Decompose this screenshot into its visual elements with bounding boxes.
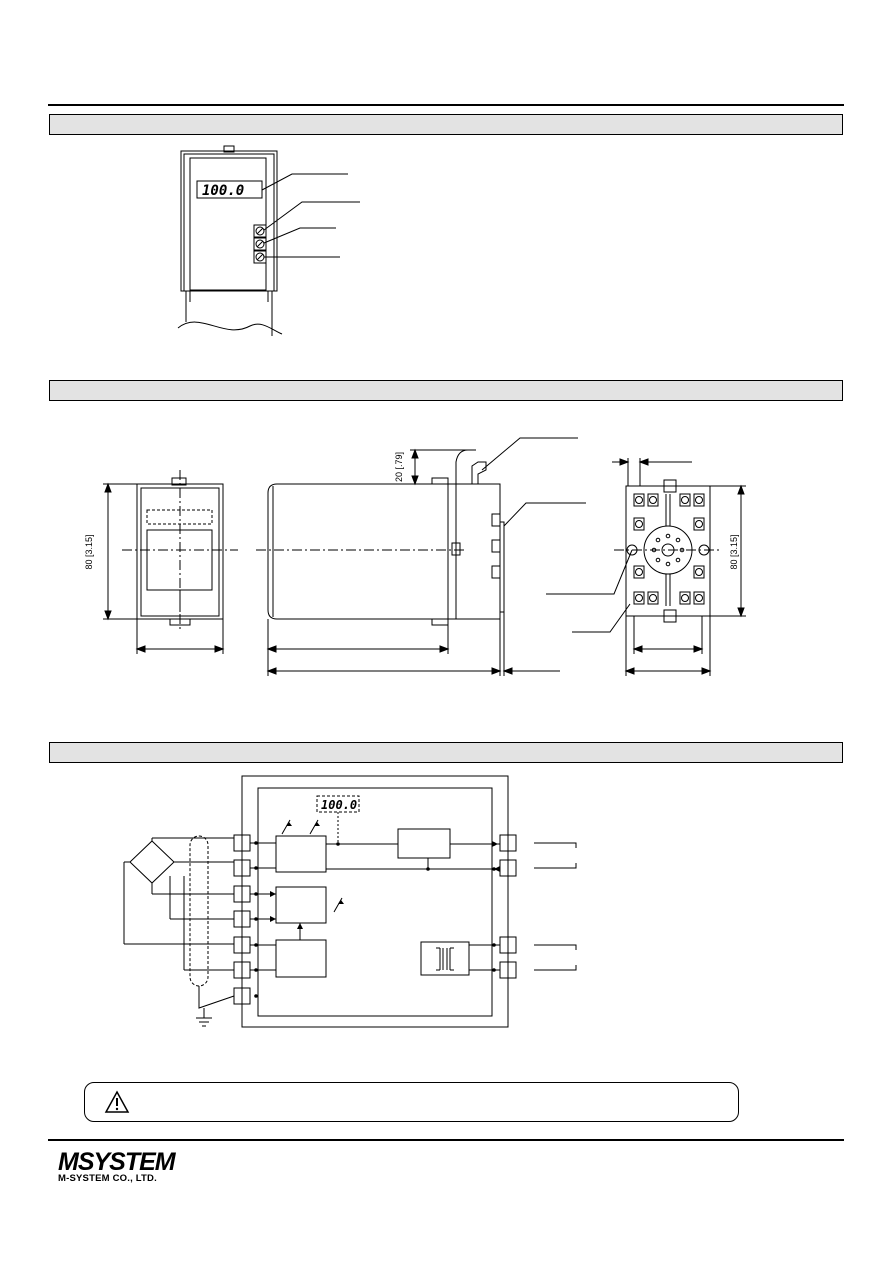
front-lcd-value: 100.0	[202, 183, 244, 199]
section-bar-dimensions	[49, 380, 843, 401]
diagram-lcd-value: 100.0	[321, 798, 357, 812]
socket-height-dimension-label: 80 [3.15]	[729, 534, 739, 569]
warning-triangle-icon	[104, 1090, 130, 1113]
section-bar-connection-diagram	[49, 742, 843, 763]
section-bar-front-panel	[49, 114, 843, 135]
top-rule	[48, 104, 844, 106]
height-dimension-label: 80 [3.15]	[84, 534, 94, 569]
bottom-rule	[48, 1139, 844, 1141]
clearance-dimension-label: 20 [.79]	[394, 452, 404, 482]
company-name: M-SYSTEM CO., LTD.	[58, 1173, 157, 1184]
warning-box	[84, 1082, 739, 1122]
company-logo: MSYSTEM	[58, 1148, 176, 1176]
